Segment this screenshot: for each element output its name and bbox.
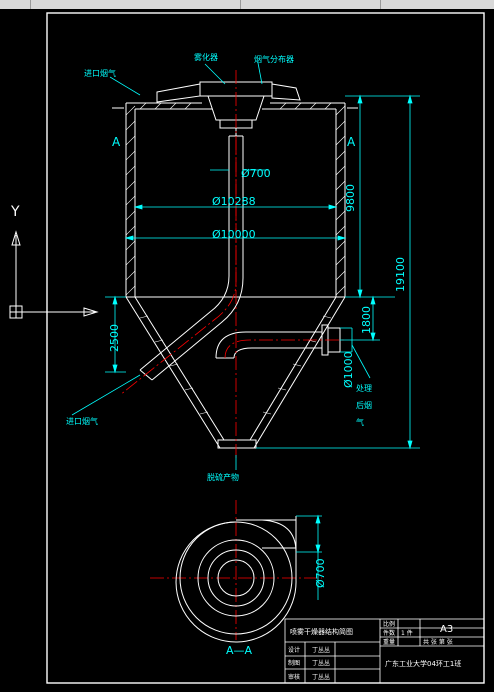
tb-name-design: 丁丛丛: [312, 646, 330, 654]
axis-y-label: Y: [10, 204, 20, 220]
label-treated-3: 气: [356, 417, 364, 427]
label-treated-2: 后烟: [356, 400, 372, 410]
dim-h2500: 2500: [108, 324, 121, 352]
section-view-label: A—A: [226, 644, 253, 657]
tb-name-draw: 丁丛丛: [312, 659, 330, 667]
ucs-icon: [9, 230, 99, 319]
dim-d1000: Ø1000: [342, 351, 355, 388]
tb-weight-values: 共 张 第 张: [423, 638, 453, 646]
tb-sheets-label: 件数: [383, 629, 395, 637]
title-block: [284, 618, 485, 684]
viewer-toolbar: [0, 0, 494, 9]
dim-d700: Ø700: [241, 167, 271, 180]
central-duct: [139, 135, 244, 381]
centerlines: [119, 70, 345, 640]
label-gas-distributor: 烟气分布器: [254, 54, 294, 64]
vessel-body: [125, 102, 346, 449]
dim-h19100: 19100: [394, 257, 407, 292]
tb-label-review: 审核: [288, 673, 300, 681]
title-block-title: 喷雾干燥器结构简图: [290, 627, 353, 636]
tb-scale-label: 比例: [383, 620, 395, 628]
dim-h1800: 1800: [360, 306, 373, 334]
dim-d10000: Ø10000: [212, 228, 256, 241]
tb-school: 广东工业大学04环工1班: [385, 659, 461, 668]
dimension-lines: [71, 62, 420, 470]
label-atomizer: 雾化器: [194, 52, 218, 62]
wall-hatching: [125, 102, 346, 415]
dim-h9800: 9800: [344, 184, 357, 212]
tb-paper-size: A3: [440, 624, 453, 635]
tb-label-design: 设计: [288, 646, 300, 654]
plan-view: [175, 516, 297, 643]
tb-label-draw: 制图: [288, 659, 300, 667]
tb-sheets-value: 1 件: [401, 629, 413, 637]
section-mark-left: A: [112, 135, 121, 149]
label-byproduct: 脱硫产物: [207, 472, 239, 482]
label-inlet-bottom: 进口烟气: [66, 416, 98, 426]
plan-dimension: [296, 514, 322, 600]
outlet-duct: [215, 324, 341, 359]
section-mark-right: A: [347, 135, 356, 149]
drawing-border: [46, 12, 485, 684]
dim-d700-plan: Ø700: [314, 558, 327, 588]
tb-name-review: 丁丛丛: [312, 673, 330, 681]
label-inlet-top: 进口烟气: [84, 68, 116, 78]
tb-weight-label: 重量: [383, 638, 395, 646]
dim-d10288: Ø10288: [212, 195, 256, 208]
label-treated-1: 处理: [356, 383, 372, 393]
